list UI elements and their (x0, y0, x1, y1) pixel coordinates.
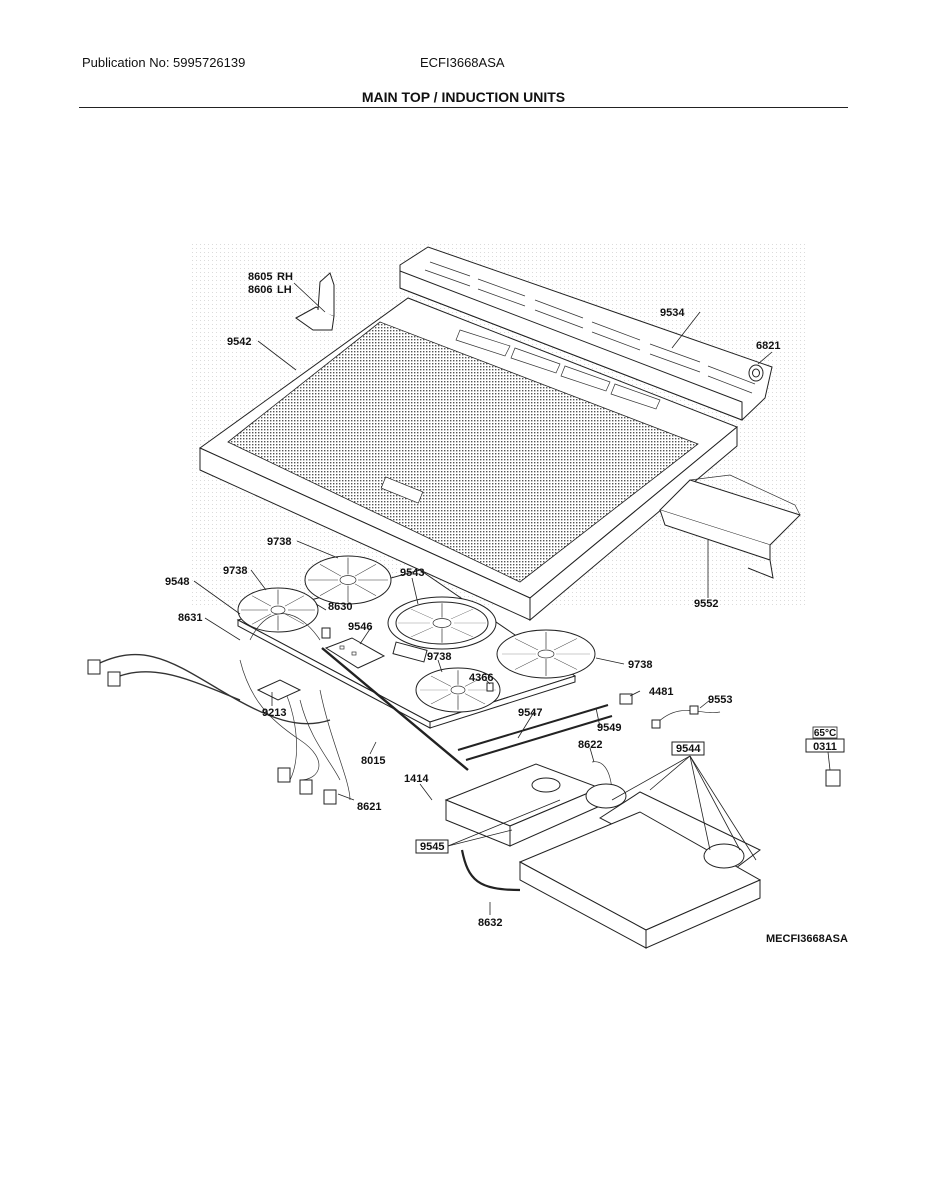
part-label-9545: 9545 (420, 841, 444, 853)
part-label-9547: 9547 (518, 707, 542, 719)
induction-coil-9738-rear-left (304, 555, 392, 605)
main-glass-top-9542 (199, 297, 738, 622)
diagram-code: MECFI3668ASA (766, 933, 848, 945)
ground-wire-1414 (321, 647, 469, 771)
label-box-9545 (415, 839, 449, 854)
part-label-8632: 8632 (478, 917, 502, 929)
induction-module-9544 (518, 783, 762, 949)
part-label-8631: 8631 (178, 612, 202, 624)
part-label-1414: 1414 (404, 773, 429, 785)
part-label-9549: 9549 (597, 722, 621, 734)
publication-number: Publication No: 5995726139 (82, 55, 246, 70)
part-label-4481: 4481 (649, 686, 673, 698)
page-title: MAIN TOP / INDUCTION UNITS (361, 89, 566, 105)
wires-9547-9549 (457, 704, 613, 761)
part-label-9548: 9548 (165, 576, 189, 588)
part-label-8630: 8630 (328, 601, 352, 613)
leader-lines (193, 282, 773, 915)
part-label-9552: 9552 (694, 598, 718, 610)
harness-9553 (651, 705, 721, 729)
connector-8630 (321, 627, 331, 639)
part-label-8622: 8622 (578, 739, 602, 751)
part-label-9542: 9542 (227, 336, 251, 348)
part-label-9738-d: 9738 (628, 659, 652, 671)
induction-coil-9738-front-right (415, 667, 501, 713)
part-label-9213: 9213 (262, 707, 286, 719)
part-label-9738-b: 9738 (223, 565, 247, 577)
part-label-4366: 4366 (469, 672, 493, 684)
clip-4481 (619, 693, 633, 705)
part-label-8621: 8621 (357, 801, 381, 813)
part-label-rh: RH (277, 271, 293, 283)
part-label-9546: 9546 (348, 621, 372, 633)
induction-coil-9738-rear-right (496, 629, 596, 679)
induction-module-9545 (444, 763, 602, 847)
part-label-9544: 9544 (676, 743, 701, 755)
bracket-9213 (256, 679, 302, 701)
thermostat-0311 (805, 726, 845, 787)
induction-coil-9738-front-left (237, 587, 319, 633)
clip-4366 (486, 682, 494, 692)
terminal-blocks-left (87, 659, 337, 805)
bracket-8605-8606 (295, 272, 335, 331)
thermostat-part: 0311 (813, 741, 837, 753)
model-number: ECFI3668ASA (420, 55, 505, 70)
part-label-9738-a: 9738 (267, 536, 291, 548)
cap-6821 (748, 364, 764, 382)
part-label-8605: 8605 (248, 271, 272, 283)
part-label-9534: 9534 (660, 307, 685, 319)
part-label-9738-c: 9738 (427, 651, 451, 663)
side-rail-9552 (659, 474, 801, 579)
label-box-9544 (671, 741, 705, 756)
part-label-6821: 6821 (756, 340, 780, 352)
induction-coil-9543-center (387, 596, 497, 650)
title-rule (79, 107, 848, 108)
part-label-8606: 8606 (248, 284, 272, 296)
control-board-9546 (324, 637, 428, 669)
part-label-9553: 9553 (708, 694, 732, 706)
part-label-8015: 8015 (361, 755, 385, 767)
wire-8632 (460, 849, 521, 892)
part-label-lh: LH (277, 284, 292, 296)
rear-vent-trim-9534 (399, 246, 773, 421)
part-label-9543: 9543 (400, 567, 424, 579)
thermostat-temp: 65°C (814, 728, 836, 739)
